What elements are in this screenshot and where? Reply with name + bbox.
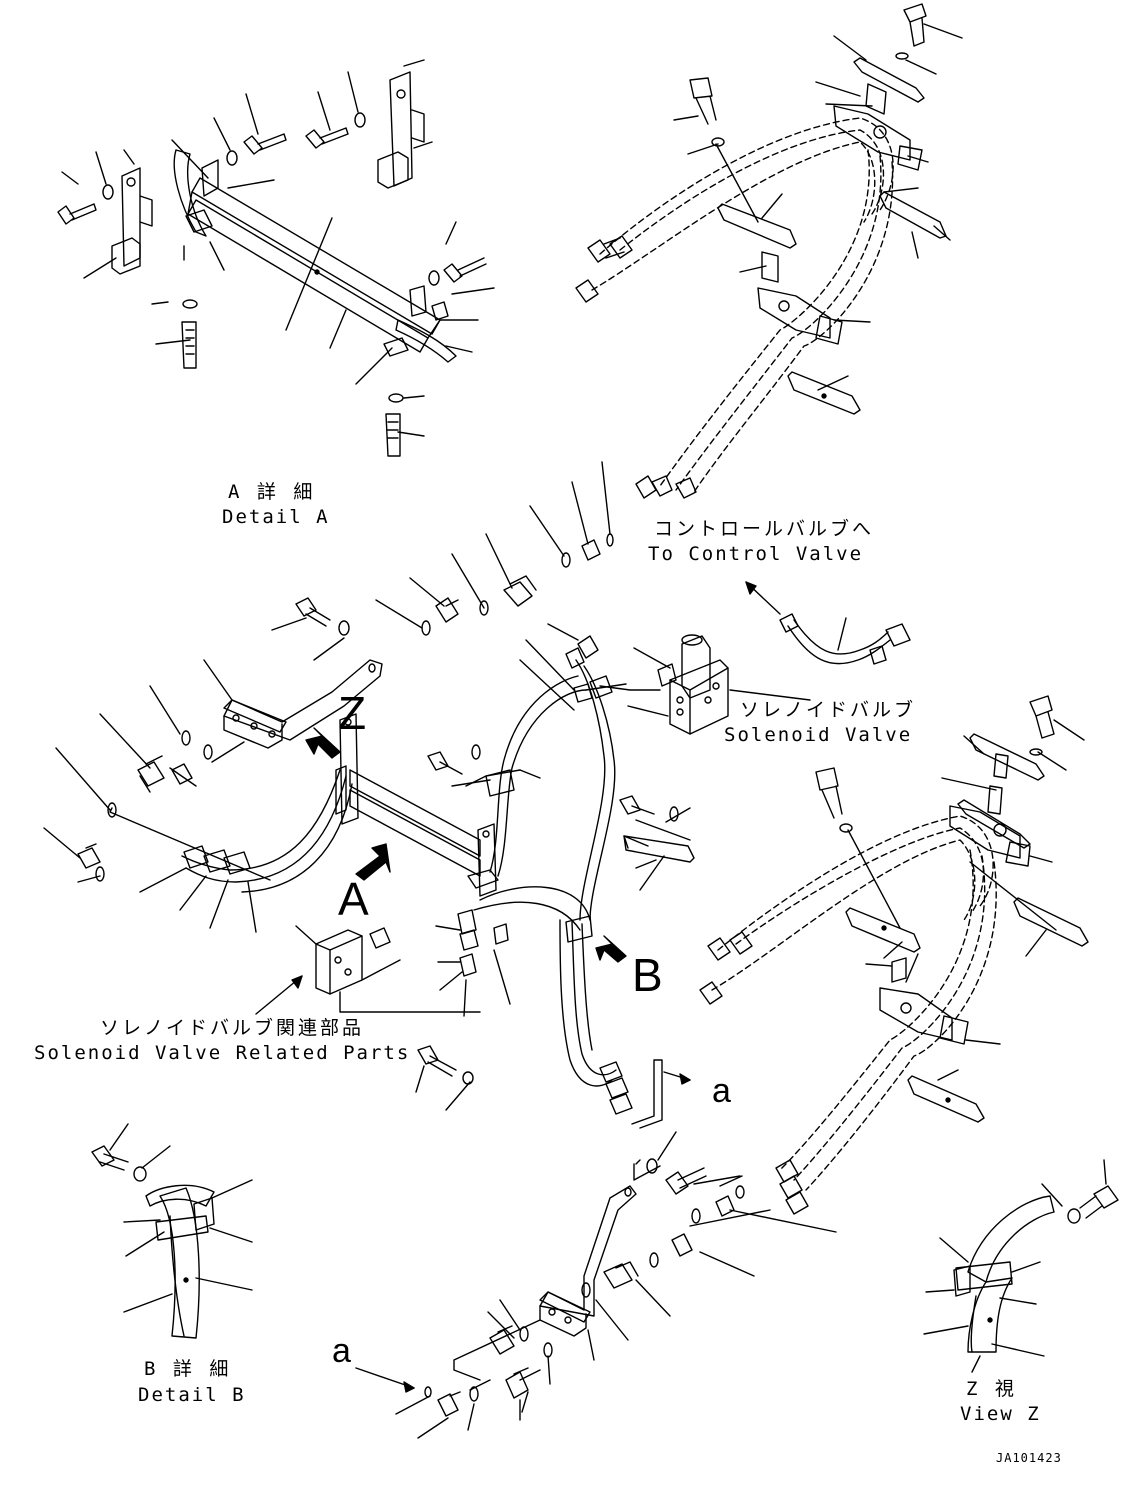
to-control-valve-jp: コントロールバルブへ xyxy=(654,518,875,540)
lower-a-arrows xyxy=(355,1059,691,1393)
view-z-title-jp: Z 視 xyxy=(966,1378,1017,1400)
marker-z: Z xyxy=(338,687,367,739)
marker-a-lower-right: a xyxy=(712,1072,731,1110)
arrow-b xyxy=(595,935,627,963)
right-hose-assembly xyxy=(699,695,1089,1215)
detail-a-title-en: Detail A xyxy=(222,506,330,528)
marker-a-lower-left: a xyxy=(332,1332,351,1370)
arrow-a xyxy=(355,843,391,881)
arrow-z xyxy=(305,727,341,759)
detail-b-title-jp: B 詳 細 xyxy=(144,1358,232,1380)
solenoid-valve-en: Solenoid Valve xyxy=(724,724,913,746)
control-valve-hose xyxy=(745,581,911,665)
center-assembly xyxy=(43,461,695,1115)
view-z-assembly xyxy=(923,1159,1119,1373)
view-arrows xyxy=(305,727,627,963)
detail-b-assembly xyxy=(91,1123,253,1339)
bolt xyxy=(57,203,97,225)
solenoid-related-leader xyxy=(255,975,481,1015)
drawing-code: JA101423 xyxy=(996,1451,1062,1465)
detail-a-title-jp: A 詳 細 xyxy=(228,481,316,503)
view-z-title-en: View Z xyxy=(960,1403,1041,1425)
lower-assembly xyxy=(395,1131,837,1439)
detail-a-assembly xyxy=(57,59,495,457)
solenoid-valve-jp: ソレノイドバルブ xyxy=(740,699,917,721)
top-right-hose-assembly xyxy=(575,3,963,499)
solenoid-valve xyxy=(589,634,811,735)
to-control-valve-en: To Control Valve xyxy=(648,543,864,565)
solenoid-related-parts-jp: ソレノイドバルブ関連部品 xyxy=(100,1017,365,1039)
solenoid-related-parts-en: Solenoid Valve Related Parts xyxy=(34,1042,411,1064)
marker-b: B xyxy=(632,949,663,1001)
detail-b-title-en: Detail B xyxy=(138,1384,246,1406)
marker-a: A xyxy=(338,873,369,925)
